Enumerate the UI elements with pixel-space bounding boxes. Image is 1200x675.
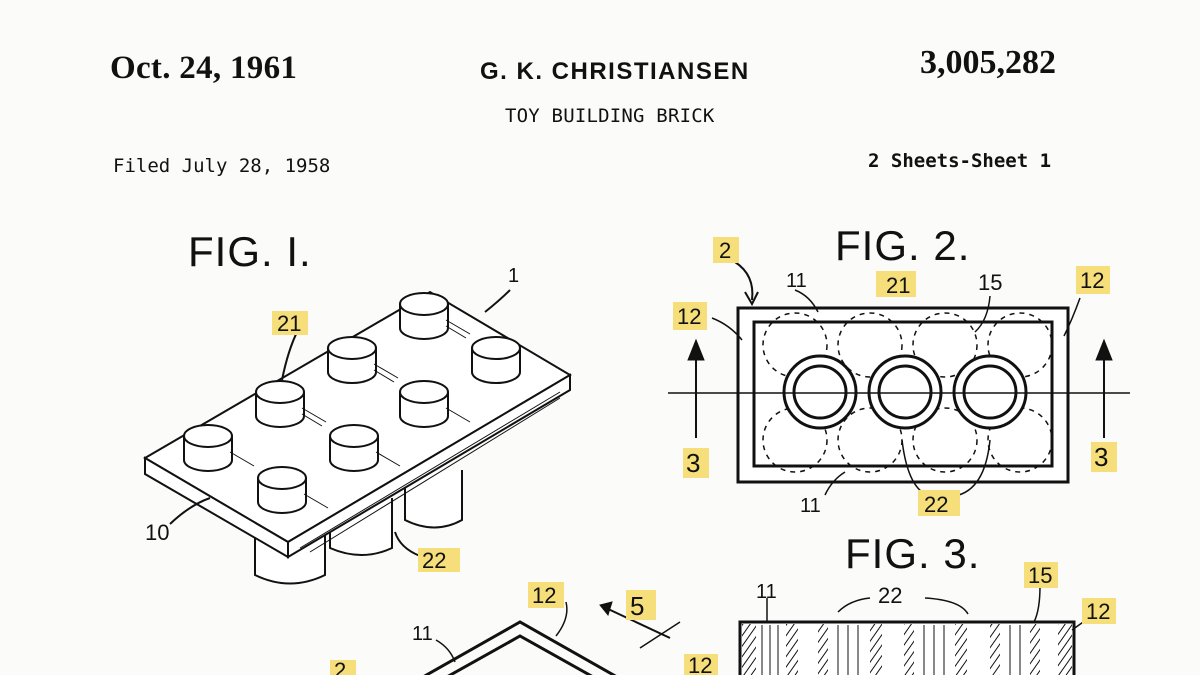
fig2-ref-wall-top: 11 [786, 270, 807, 292]
fig3-ref-end-left: 12 [688, 653, 712, 675]
fig2-ref-stud: 21 [886, 273, 910, 298]
partial-figure-numerals: 11 12 5 2 [330, 582, 656, 675]
fig3-ref-wall: 11 [756, 581, 777, 603]
fig2-tubes [784, 356, 1026, 428]
fig2-ref-wall-bottom: 11 [800, 495, 821, 517]
partial-ref-wall: 11 [412, 623, 433, 645]
fig2-ref-figure: 2 [719, 238, 731, 263]
partial-ref-figure: 2 [334, 658, 346, 675]
fig2-ref-section-left: 3 [686, 448, 700, 478]
fig1-ref-tube: 22 [422, 548, 446, 573]
fig1-ref-base: 10 [145, 520, 169, 545]
fig3-drawing [740, 586, 1086, 675]
fig1-brick-drawing [145, 290, 570, 584]
fig3-ref-inner: 15 [1028, 563, 1052, 588]
partial-ref-end: 12 [532, 583, 556, 608]
fig2-ref-section-right: 3 [1094, 442, 1108, 472]
partial-ref-arrow: 5 [630, 591, 644, 621]
fig2-ref-tube: 22 [924, 492, 948, 517]
fig1-ref-brick: 1 [508, 265, 519, 287]
fig2-ref-end-right: 12 [1080, 268, 1104, 293]
fig3-ref-tubes: 22 [878, 583, 902, 608]
fig2-ref-end-left: 12 [677, 304, 701, 329]
fig3-ref-end-right: 12 [1086, 599, 1110, 624]
fig2-ref-inner: 15 [978, 270, 1002, 295]
fig1-ref-stud: 21 [277, 311, 301, 336]
